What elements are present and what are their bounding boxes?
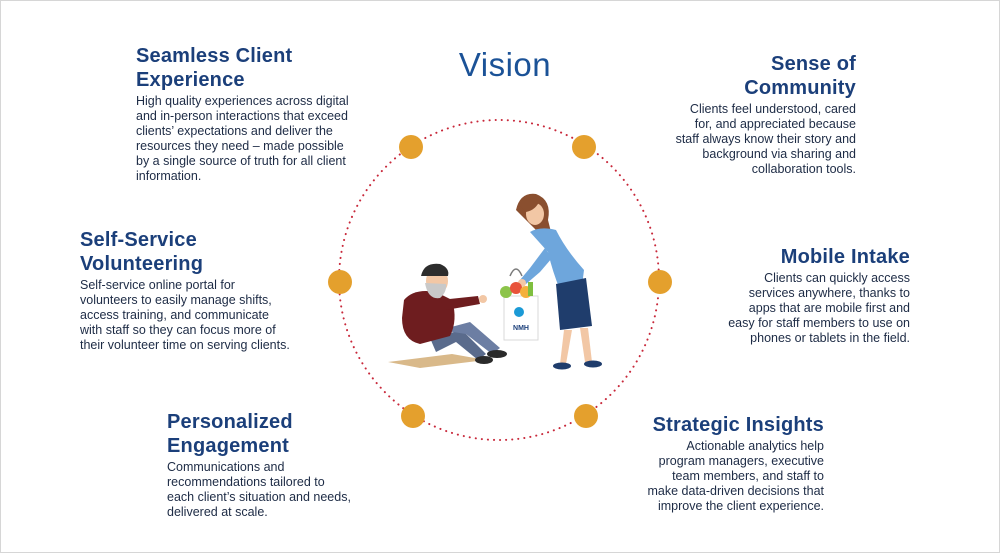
insights-line: make data-driven decisions that (647, 484, 824, 498)
mobile-heading-line1: Mobile Intake (780, 246, 910, 268)
seamless-line: and in-person interactions that exceed (136, 109, 348, 123)
marker-dot-top-left (399, 135, 423, 159)
bag-logo-text: NMH (513, 325, 529, 332)
insights-line: team members, and staff to (672, 469, 824, 483)
mobile-line: easy for staff members to use on (728, 316, 910, 330)
sense-of-community-block: Sense of Community Clients feel understo… (630, 52, 856, 177)
mobile-description: Clients can quickly access services anyw… (680, 271, 910, 346)
mobile-intake-block: Mobile Intake Clients can quickly access… (680, 245, 910, 346)
insights-line: program managers, executive (658, 454, 824, 468)
mobile-line: Clients can quickly access (764, 271, 910, 285)
community-line: Clients feel understood, cared (689, 102, 856, 116)
marker-dot-bottom-left (401, 404, 425, 428)
dotted-ring (338, 119, 660, 441)
personalized-line: recommendations tailored to (167, 475, 325, 489)
strategic-insights-block: Strategic Insights Actionable analytics … (600, 413, 824, 514)
seamless-client-experience-block: Seamless Client Experience High quality … (136, 44, 376, 184)
self-service-volunteering-block: Self-Service Volunteering Self-service o… (80, 228, 320, 353)
marker-dot-top-right (572, 135, 596, 159)
personalized-engagement-block: Personalized Engagement Communications a… (167, 410, 387, 520)
mobile-line: services anywhere, thanks to (748, 286, 910, 300)
marker-dot-bottom-right (574, 404, 598, 428)
volunteering-line: Self-service online portal for (80, 278, 235, 292)
grocery-bag (500, 268, 539, 341)
seated-man-figure (402, 263, 507, 364)
volunteering-heading-line1: Self-Service (80, 229, 197, 251)
mobile-heading: Mobile Intake (680, 245, 910, 269)
personalized-line: Communications and (167, 460, 285, 474)
insights-heading: Strategic Insights (600, 413, 824, 437)
seamless-line: High quality experiences across digital (136, 94, 349, 108)
volunteering-line: access training, and communicate (80, 308, 269, 322)
page-title: Vision (458, 46, 552, 83)
community-line: staff always know their story and (675, 132, 856, 146)
personalized-line: each client’s situation and needs, (167, 490, 351, 504)
insights-line: improve the client experience. (657, 499, 824, 513)
standing-woman-figure (516, 193, 602, 370)
volunteering-description: Self-service online portal for volunteer… (80, 278, 320, 353)
community-line: collaboration tools. (751, 162, 856, 176)
insights-heading-line1: Strategic Insights (652, 414, 824, 436)
mobile-line: phones or tablets in the field. (750, 331, 910, 345)
community-heading: Sense of Community (630, 52, 856, 100)
seamless-line: by a single source of truth for all clie… (136, 154, 346, 168)
personalized-heading-line1: Personalized (167, 411, 293, 433)
insights-line: Actionable analytics help (686, 439, 824, 453)
community-line: for, and appreciated because (694, 117, 856, 131)
personalized-heading-line2: Engagement (167, 435, 290, 457)
volunteering-heading-line2: Volunteering (80, 253, 204, 275)
personalized-line: delivered at scale. (167, 505, 268, 519)
community-heading-line1: Sense of (771, 53, 856, 75)
community-description: Clients feel understood, cared for, and … (630, 102, 856, 177)
volunteering-line: their volunteer time on serving clients. (80, 338, 290, 352)
volunteering-line: volunteers to easily manage shifts, (80, 293, 272, 307)
volunteering-line: with staff so they can focus more of (80, 323, 276, 337)
sitting-mat (388, 354, 486, 368)
seamless-line: information. (136, 169, 202, 183)
community-heading-line2: Community (744, 77, 856, 99)
personalized-description: Communications and recommendations tailo… (167, 460, 387, 520)
marker-dot-left (328, 270, 352, 294)
community-line: background via sharing and (702, 147, 856, 161)
insights-description: Actionable analytics help program manage… (600, 439, 824, 514)
marker-dot-right (648, 270, 672, 294)
seamless-line: resources they need – made possible (136, 139, 344, 153)
mobile-line: apps that are mobile first and (748, 301, 910, 315)
personalized-heading: Personalized Engagement (167, 410, 387, 458)
seamless-description: High quality experiences across digital … (136, 94, 376, 184)
seamless-heading-line1: Seamless Client (136, 45, 293, 67)
seamless-heading: Seamless Client Experience (136, 44, 376, 92)
seamless-heading-line2: Experience (136, 69, 245, 91)
seamless-line: clients’ expectations and deliver the (136, 124, 333, 138)
volunteering-heading: Self-Service Volunteering (80, 228, 320, 276)
